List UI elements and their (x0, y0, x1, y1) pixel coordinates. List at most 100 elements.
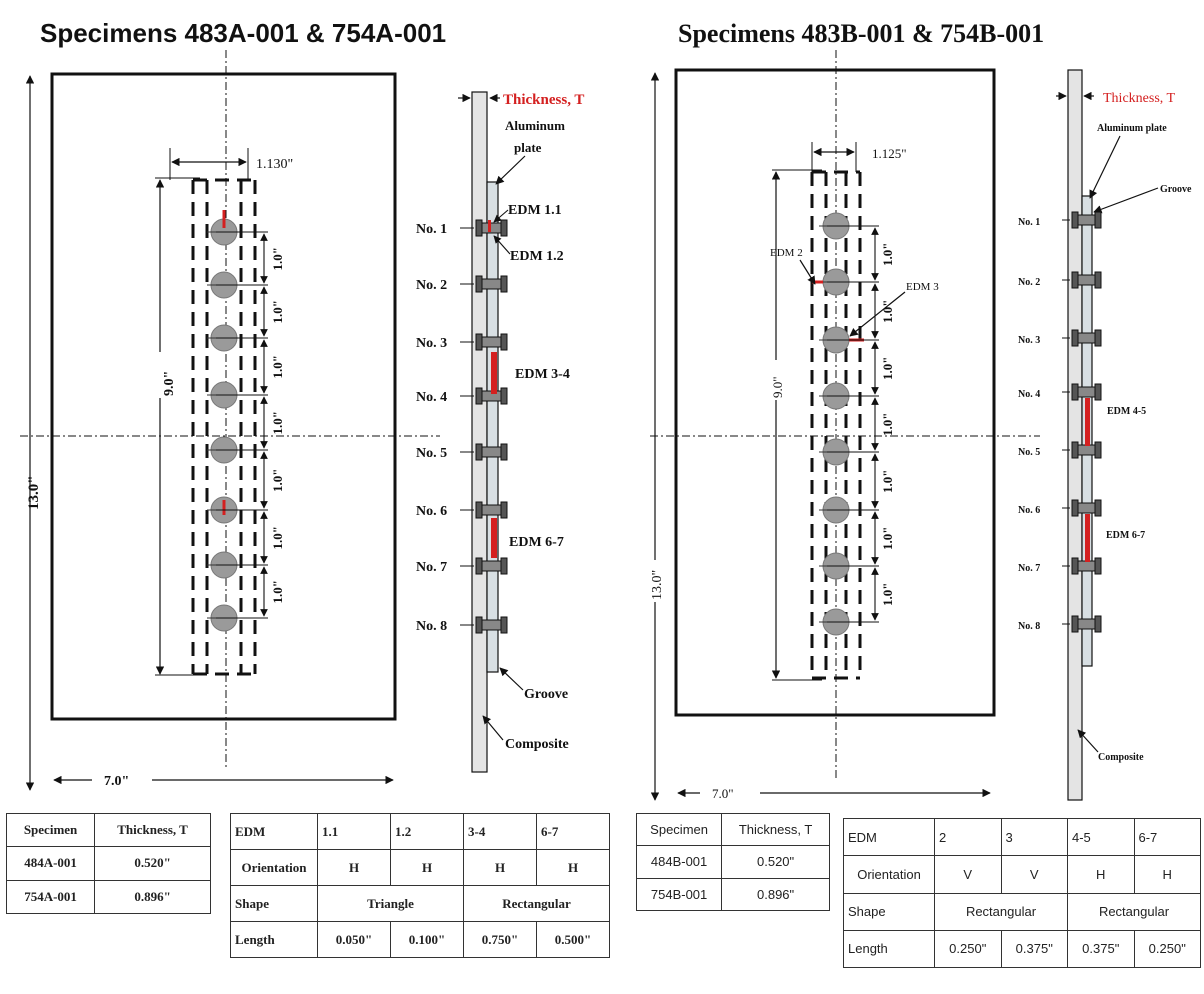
cell: Triangle (317, 885, 464, 922)
cell: 484B-001 (635, 845, 723, 879)
cell: 0.250" (1133, 929, 1201, 969)
right-width-dim: 7.0" (712, 786, 734, 801)
fastener-head (1071, 329, 1079, 347)
cell: EDM (230, 813, 318, 850)
fastener-shank (1075, 214, 1098, 226)
cell: 0.050" (317, 921, 391, 958)
right-composite-label: Composite (1098, 752, 1144, 763)
fastener-label: No. 6 (1018, 505, 1040, 516)
cell: 754A-001 (5, 879, 96, 915)
cell: 1.1 (317, 813, 391, 850)
pitch-label: 1.0" (270, 300, 285, 323)
fastener-label: No. 4 (416, 390, 447, 405)
fastener-shank (1075, 618, 1098, 630)
edm-label: EDM 3-4 (515, 367, 570, 382)
right-side-fasteners: No. 1No. 2No. 3No. 4No. 5No. 6No. 7No. 8… (1018, 211, 1146, 633)
right-thickness-label: Thickness, T (1103, 91, 1176, 106)
cell: V (934, 855, 1002, 894)
edm-bar (1085, 398, 1090, 446)
cell: H (1067, 855, 1135, 894)
left-side-fasteners: No. 1No. 2No. 3No. 4No. 5No. 6No. 7No. 8… (416, 203, 570, 634)
edm-bar (491, 352, 497, 394)
fastener-label: No. 2 (1018, 277, 1040, 288)
fastener-label: No. 7 (416, 560, 447, 575)
cell: 0.520" (94, 846, 211, 881)
cell: 4-5 (1067, 817, 1135, 857)
cell: 0.375" (1067, 929, 1135, 969)
edm-label: EDM 6-7 (1106, 530, 1145, 541)
cell: Shape (843, 892, 935, 931)
fastener-nut (1094, 441, 1102, 459)
pitch-label: 1.0" (880, 413, 895, 436)
right-edm3-callout: EDM 3 (906, 281, 939, 293)
right-edm-table: EDM 2 3 4-5 6-7 Orientation V V H H Shap… (843, 817, 1201, 969)
pitch-label: 1.0" (270, 411, 285, 434)
cell: H (536, 849, 610, 886)
fastener-shank (479, 278, 504, 290)
right-pitch-dimensions: 1.0"1.0"1.0"1.0"1.0"1.0"1.0" (827, 225, 895, 623)
edm-leader (493, 209, 509, 223)
cell: H (463, 849, 537, 886)
left-pitch-dimensions: 1.0"1.0"1.0"1.0"1.0"1.0"1.0" (216, 231, 285, 619)
cell: 0.896" (94, 879, 211, 915)
left-title: Specimens 483A-001 & 754A-001 (40, 18, 446, 48)
fastener-label: No. 3 (416, 336, 447, 351)
fastener-head (1071, 441, 1079, 459)
edm-bar (1085, 514, 1090, 562)
fastener-nut (1094, 271, 1102, 289)
edm-leader (493, 235, 511, 255)
cell: 3-4 (463, 813, 537, 850)
fastener-label: No. 2 (416, 278, 447, 293)
cell: 754B-001 (635, 877, 723, 912)
fastener-head (1071, 271, 1079, 289)
right-aluminum-label: Aluminum plate (1097, 123, 1167, 134)
fastener-shank (479, 446, 504, 458)
left-edm-table: EDM 1.1 1.2 3-4 6-7 Orientation H H H H … (230, 813, 610, 958)
pitch-label: 1.0" (880, 357, 895, 380)
fastener-shank (1075, 560, 1098, 572)
pitch-label: 1.0" (270, 247, 285, 270)
right-fastener-array (810, 170, 864, 680)
fastener-nut (1094, 557, 1102, 575)
right-composite-strip (1067, 69, 1083, 801)
left-plate-outline (50, 72, 397, 721)
fastener-shank (1075, 274, 1098, 286)
fastener-label: No. 4 (1018, 389, 1040, 400)
cell: Orientation (843, 855, 935, 894)
fastener-head (475, 333, 483, 351)
cell: Thickness, T (721, 812, 830, 847)
cell: 0.250" (934, 929, 1002, 969)
edm-bar (491, 518, 497, 558)
cell: 0.375" (1000, 929, 1068, 969)
fastener-nut (500, 501, 508, 519)
left-groove-label: Groove (524, 687, 568, 702)
cell: Specimen (635, 812, 723, 847)
cell: 2 (934, 817, 1002, 857)
left-width-dim: 7.0" (104, 774, 129, 789)
cell: 0.750" (463, 921, 537, 958)
cell: V (1000, 855, 1068, 894)
edm-label: EDM 6-7 (509, 535, 564, 550)
edm-bar (488, 220, 491, 232)
fastener-nut (500, 443, 508, 461)
left-composite-label: Composite (505, 737, 569, 752)
fastener-label: No. 5 (416, 446, 447, 461)
fastener-label: No. 1 (1018, 217, 1040, 228)
cell: 0.896" (721, 877, 830, 912)
fastener-head (1071, 499, 1079, 517)
left-aluminum-label-1: Aluminum (505, 118, 565, 133)
cell: Length (230, 921, 318, 958)
left-thickness-label: Thickness, T (503, 92, 584, 108)
right-plate-outline (674, 68, 996, 717)
pitch-label: 1.0" (270, 580, 285, 603)
cell: H (1133, 855, 1201, 894)
fastener-shank (479, 560, 504, 572)
edm-label: EDM 4-5 (1107, 406, 1146, 417)
fastener-label: No. 6 (416, 504, 447, 519)
cell: 3 (1000, 817, 1068, 857)
fastener-head (1071, 557, 1079, 575)
fastener-shank (1075, 332, 1098, 344)
right-edm2-callout: EDM 2 (770, 247, 803, 259)
